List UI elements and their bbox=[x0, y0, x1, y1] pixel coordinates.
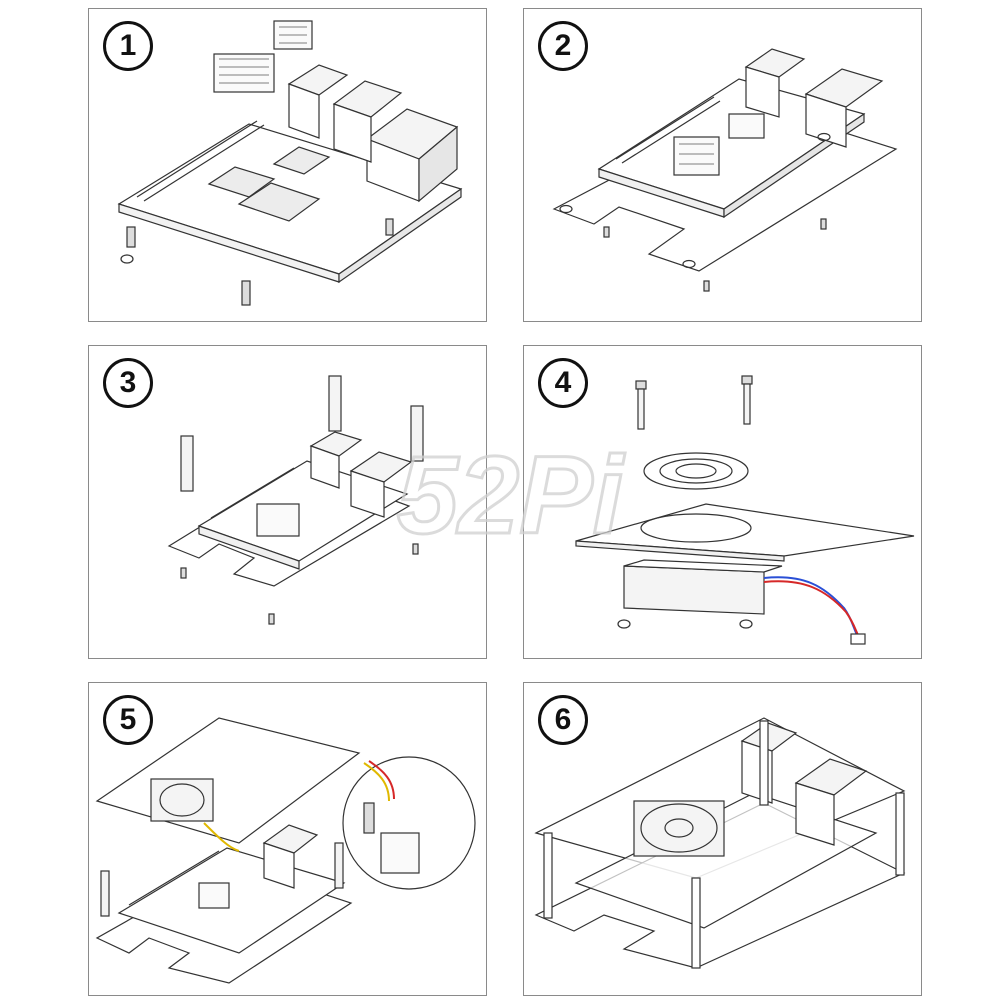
watermark-logo: 52Pi bbox=[395, 433, 627, 559]
step-4-panel: 4 bbox=[523, 345, 922, 659]
step-3-panel: 3 bbox=[88, 345, 487, 659]
standoff-icon bbox=[167, 375, 424, 625]
step-5-panel: 5 bbox=[88, 682, 487, 996]
heatsink-icon bbox=[534, 717, 906, 969]
step-number-badge: 6 bbox=[538, 695, 588, 745]
step-number-badge: 4 bbox=[538, 358, 588, 408]
fan-guard-icon bbox=[95, 717, 476, 984]
step-number-badge: 3 bbox=[103, 358, 153, 408]
raspberry-pi-board-icon bbox=[117, 20, 463, 306]
step-1-panel: 1 bbox=[88, 8, 487, 322]
step-number-badge: 5 bbox=[103, 695, 153, 745]
watermark-text: 52Pi bbox=[397, 434, 626, 557]
fan-icon bbox=[575, 375, 915, 645]
step-number-badge: 2 bbox=[538, 21, 588, 71]
step-2-panel: 2 bbox=[523, 8, 922, 322]
step-number-badge: 1 bbox=[103, 21, 153, 71]
acrylic-base-plate-icon bbox=[552, 48, 898, 292]
step-6-panel: 6 bbox=[523, 682, 922, 996]
